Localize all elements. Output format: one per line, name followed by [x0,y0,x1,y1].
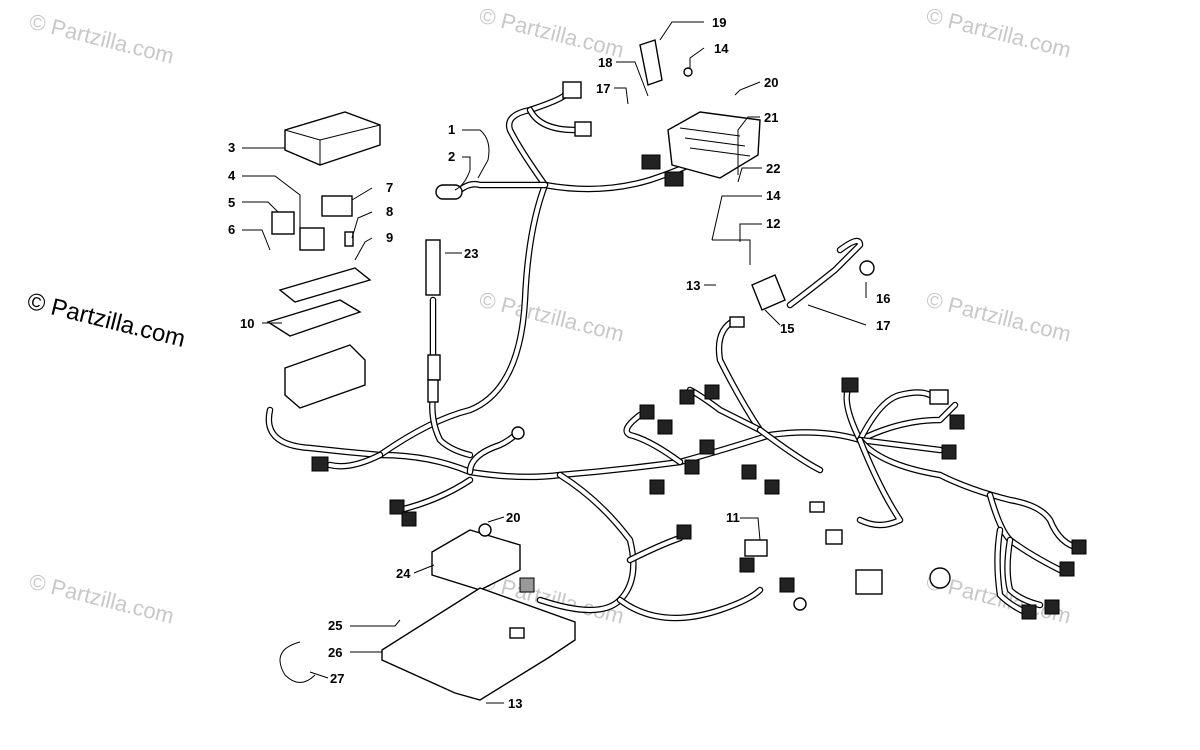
callout-27: 27 [330,671,344,686]
tray-26 [381,587,576,701]
watermark: © Partzilla.com [477,287,627,347]
callout-22: 22 [766,161,780,176]
callout-9: 9 [386,230,393,245]
watermark-group: © Partzilla.com © Partzilla.com © Partzi… [25,3,1074,629]
callout-25: 25 [328,618,342,633]
callout-18: 18 [598,55,612,70]
fuse-panel [266,267,372,409]
callout-26: 26 [328,645,342,660]
callout-17: 17 [596,81,610,96]
connectors [311,81,1087,620]
callout-8: 8 [386,204,393,219]
callout-16: 16 [876,291,890,306]
callout-7: 7 [386,180,393,195]
coil-15 [712,239,786,311]
callout-11: 11 [726,510,740,525]
callout-10: 10 [240,316,254,331]
main-watermark: © Partzilla.com [25,288,188,353]
callout-1: 1 [448,122,455,137]
callout-24: 24 [396,566,411,581]
callout-14: 14 [766,188,781,203]
callout-4: 4 [228,168,236,183]
watermark: © Partzilla.com [27,569,177,629]
callout-3: 3 [228,140,235,155]
callout-20: 20 [506,510,520,525]
sensor-23 [425,239,441,403]
watermark: © Partzilla.com [477,3,627,63]
callout-2: 2 [448,149,455,164]
bracket-19 [639,39,693,86]
regulator-21 [641,111,761,187]
callout-5: 5 [228,195,235,210]
callout-23: 23 [464,246,478,261]
callout-13: 13 [686,278,700,293]
callout-labels: 1 2 3 4 5 6 7 8 9 10 11 12 13 13 14 14 1… [228,15,890,711]
harness-wires [265,91,1084,622]
clamp-27 [279,641,316,683]
fuse-box-cover [284,111,381,166]
ecu-24 [431,523,521,591]
callout-17: 17 [876,318,890,333]
callout-15: 15 [780,321,794,336]
watermark: © Partzilla.com [924,287,1074,347]
callout-6: 6 [228,222,235,237]
callout-12: 12 [766,216,780,231]
callout-19: 19 [712,15,726,30]
callout-21: 21 [764,110,778,125]
watermark: © Partzilla.com [27,9,177,69]
callout-14: 14 [714,41,729,56]
relay-large [271,195,354,251]
callout-20: 20 [764,75,778,90]
callout-13: 13 [508,696,522,711]
leader-lines [242,21,867,704]
watermark: © Partzilla.com [924,3,1074,63]
